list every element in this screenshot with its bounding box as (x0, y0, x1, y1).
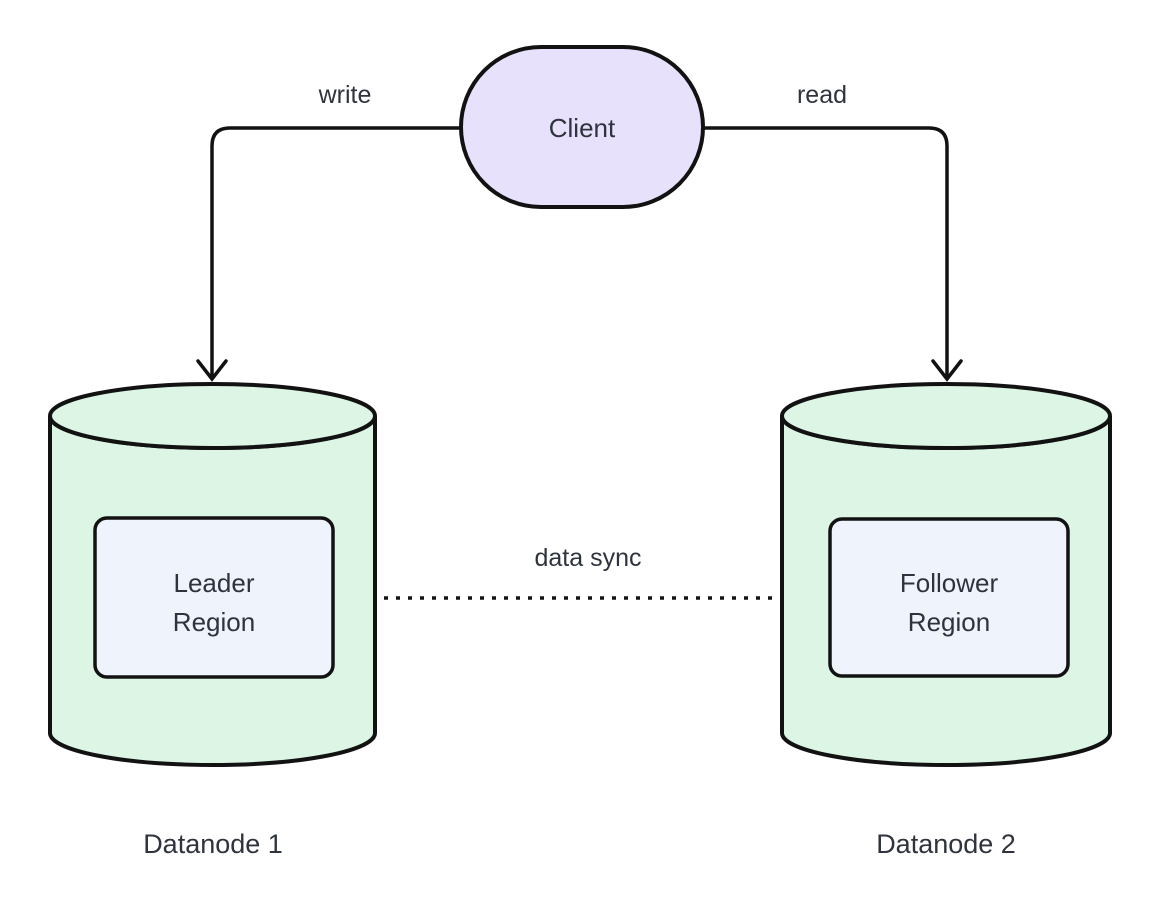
follower-region-box (828, 517, 1070, 678)
leader-region-label-line2: Region (173, 607, 255, 637)
write-edge-line (210, 126, 461, 377)
follower-region-label-line2: Region (908, 607, 990, 637)
datanode1-cylinder: Leader Region (48, 382, 377, 767)
read-arrowhead-icon (931, 359, 963, 382)
write-edge: write (196, 81, 461, 382)
client-node: Client (459, 45, 705, 209)
data-sync-edge: data sync (336, 544, 831, 613)
client-shape (459, 45, 705, 209)
datanode2-cylinder-top (780, 382, 1112, 450)
follower-region-label-line1: Follower (900, 568, 999, 598)
leader-region-box (93, 516, 335, 679)
client-label: Client (549, 113, 616, 143)
leader-region-label-line1: Leader (174, 568, 255, 598)
datanode2-caption: Datanode 2 (876, 829, 1016, 859)
read-edge-line (703, 126, 949, 377)
datanode1-cylinder-top (48, 382, 377, 450)
data-sync-edge-label: data sync (534, 544, 641, 572)
write-arrowhead-icon (196, 359, 228, 382)
read-edge-label: read (797, 81, 847, 109)
datanode2-cylinder: Follower Region (780, 382, 1112, 767)
write-edge-label: write (318, 81, 372, 109)
read-edge: read (703, 81, 963, 382)
datanode1-caption: Datanode 1 (143, 829, 283, 859)
